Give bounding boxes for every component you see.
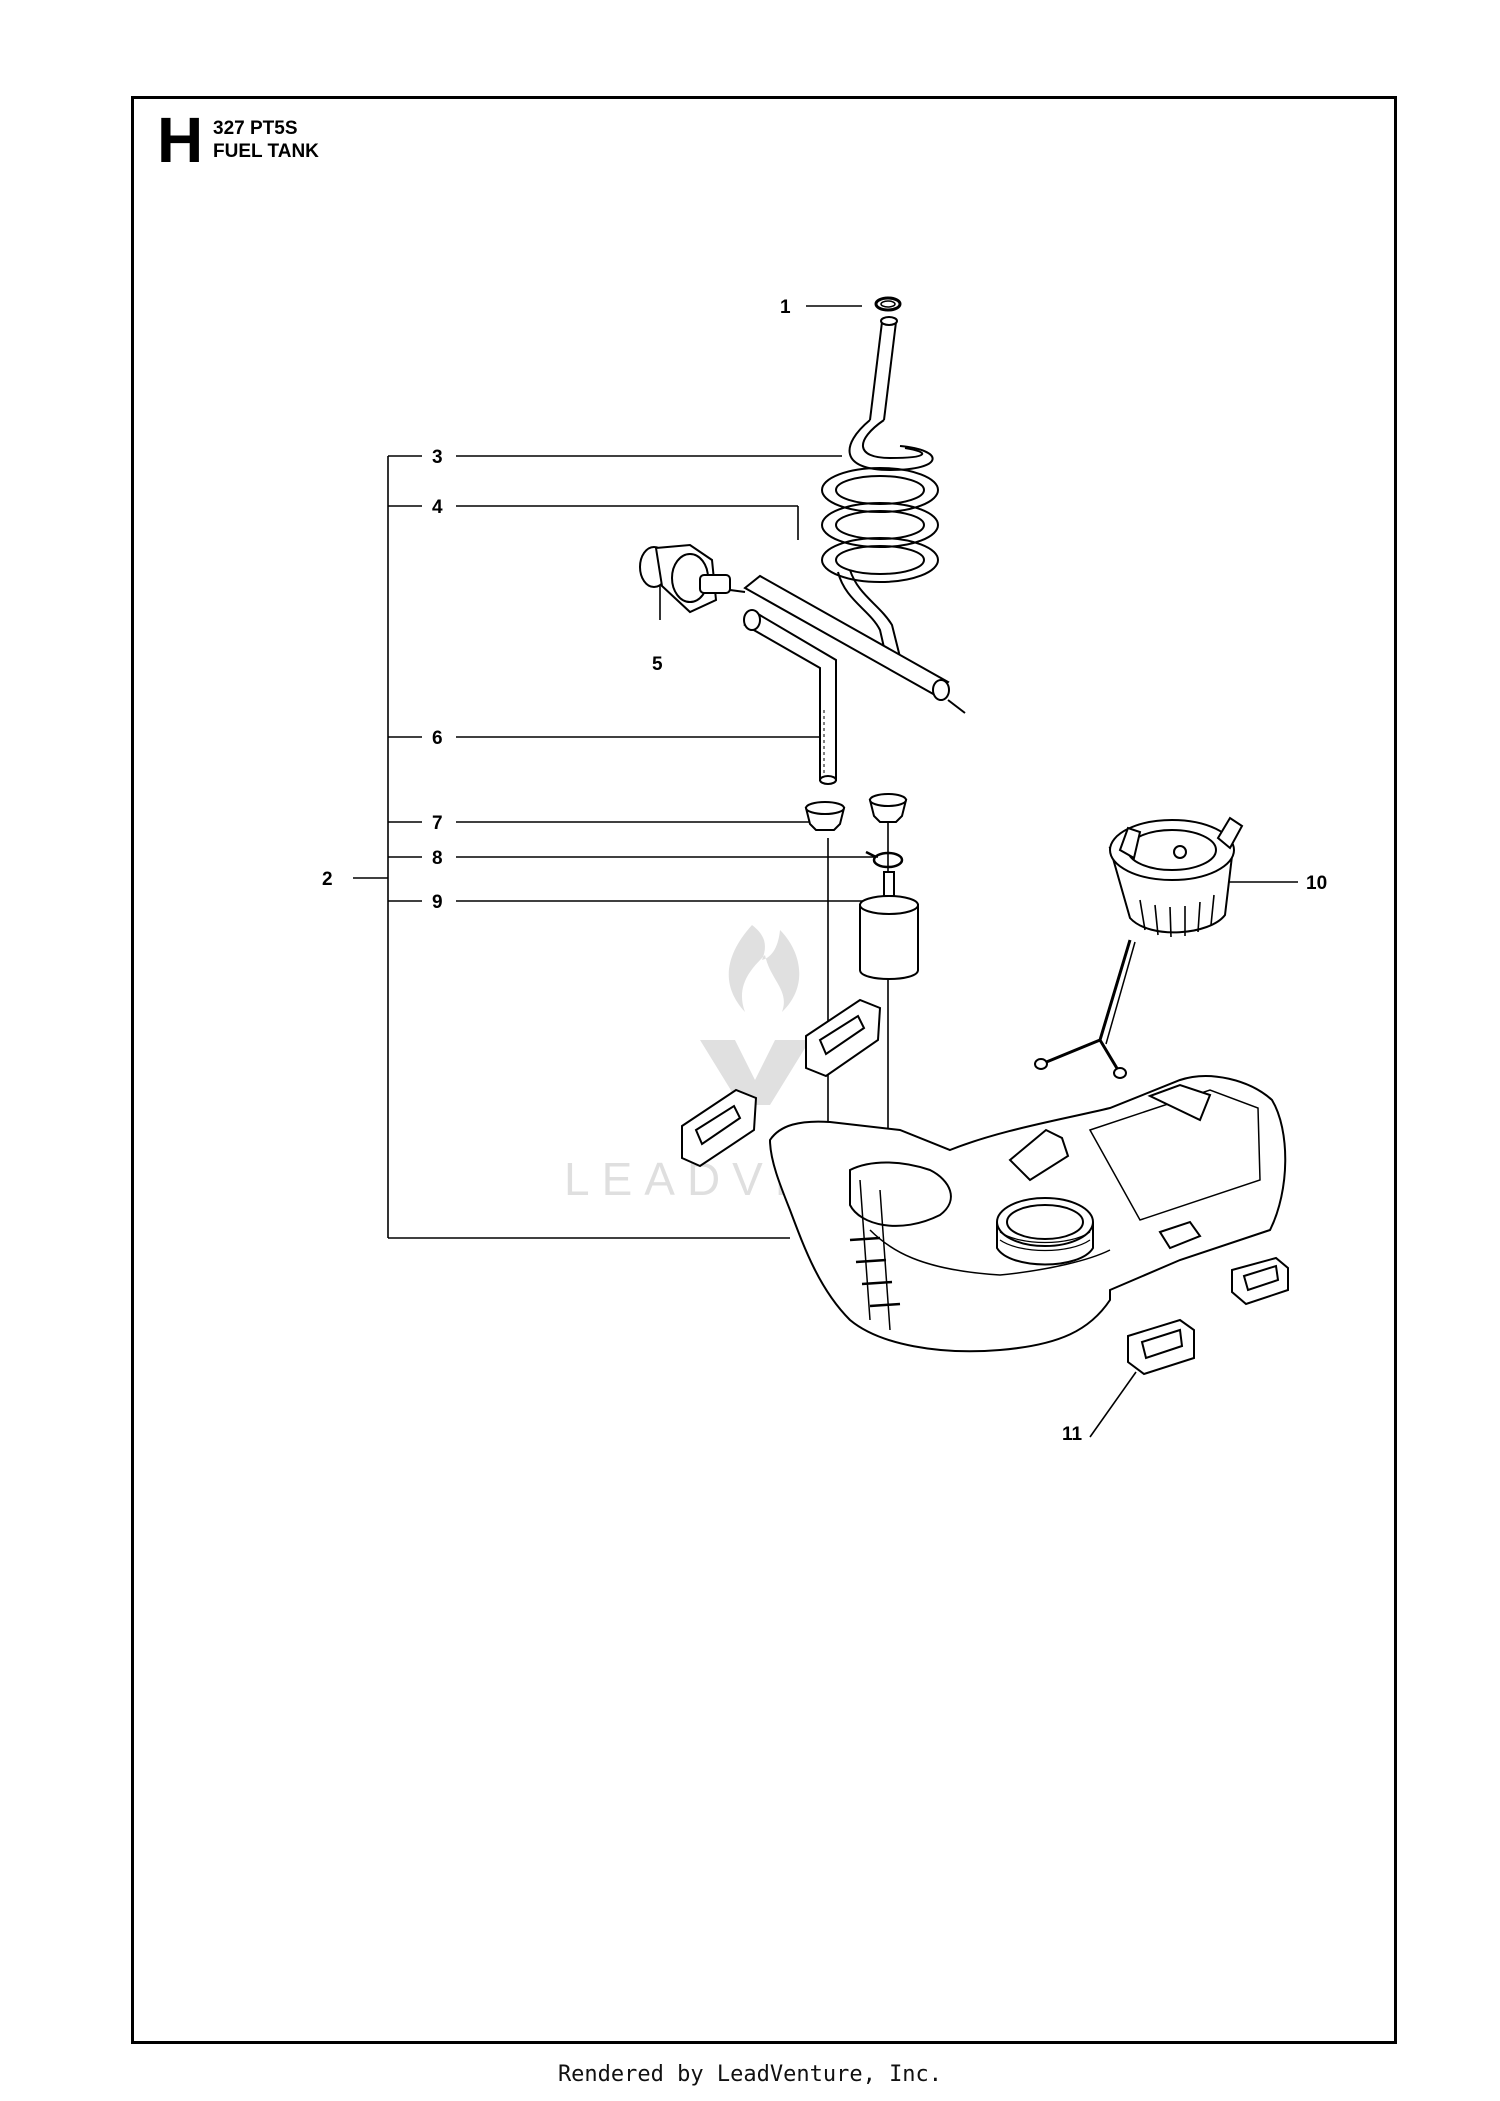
callout-labels: 1 2 3 4 5 6 7 8 9 10 11 — [322, 297, 1327, 1445]
callout-8: 8 — [432, 848, 443, 869]
callout-10: 10 — [1306, 873, 1327, 894]
watermark-flame-icon — [728, 925, 800, 1012]
section-title: FUEL TANK — [213, 141, 319, 162]
part-2-fuel-tank — [768, 1075, 1287, 1353]
section-letter: H — [157, 104, 204, 176]
part-9-fuel-filter — [859, 871, 919, 980]
title-block: 327 PT5S FUEL TANK — [213, 117, 319, 163]
callout-1: 1 — [780, 297, 791, 318]
callout-11: 11 — [1062, 1424, 1083, 1445]
callout-2: 2 — [322, 869, 333, 890]
part-10-fuel-cap — [1034, 816, 1244, 1079]
watermark-mark-icon — [700, 1040, 810, 1105]
callout-5: 5 — [652, 654, 663, 675]
diagram-frame — [131, 96, 1397, 2044]
part-3-coiled-fuel-hose — [821, 316, 939, 670]
callout-6: 6 — [432, 728, 443, 749]
callout-9: 9 — [432, 892, 443, 913]
part-8-hose-clamp — [865, 850, 904, 869]
model-name: 327 PT5S — [213, 118, 298, 139]
part-1-o-ring — [874, 296, 902, 312]
callout-3: 3 — [432, 447, 443, 468]
part-11-tank-gaskets — [1127, 1256, 1289, 1376]
part-4-vent-hose — [743, 574, 966, 785]
part-5-tank-vent — [639, 543, 746, 614]
tank-gaskets-left — [681, 998, 882, 1168]
part-7-grommets — [804, 793, 908, 831]
callout-4: 4 — [432, 497, 443, 518]
render-credit: Rendered by LeadVenture, Inc. — [557, 2062, 943, 2087]
callout-7: 7 — [432, 813, 443, 834]
